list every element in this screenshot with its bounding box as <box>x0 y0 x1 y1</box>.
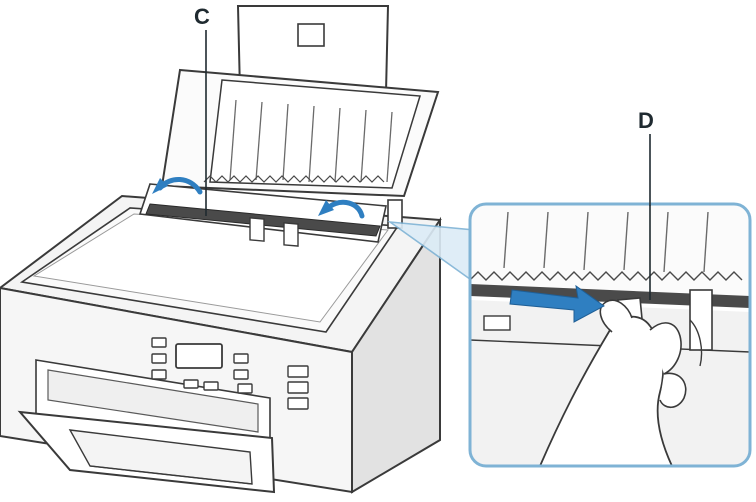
hand-illustration <box>538 299 703 466</box>
output-tray <box>17 410 276 494</box>
paper-support <box>160 5 440 198</box>
callout-c: C <box>194 4 210 216</box>
curved-arrow-left-icon <box>152 177 203 195</box>
control-panel <box>151 337 309 410</box>
detail-inset <box>468 202 752 468</box>
callout-label-c: C <box>194 4 210 29</box>
callout-d: D <box>638 108 654 206</box>
feed-slot-cover <box>138 183 403 247</box>
callout-label-d: D <box>638 108 654 133</box>
curved-arrow-right-icon <box>318 199 365 219</box>
push-arrow-icon <box>509 284 605 323</box>
